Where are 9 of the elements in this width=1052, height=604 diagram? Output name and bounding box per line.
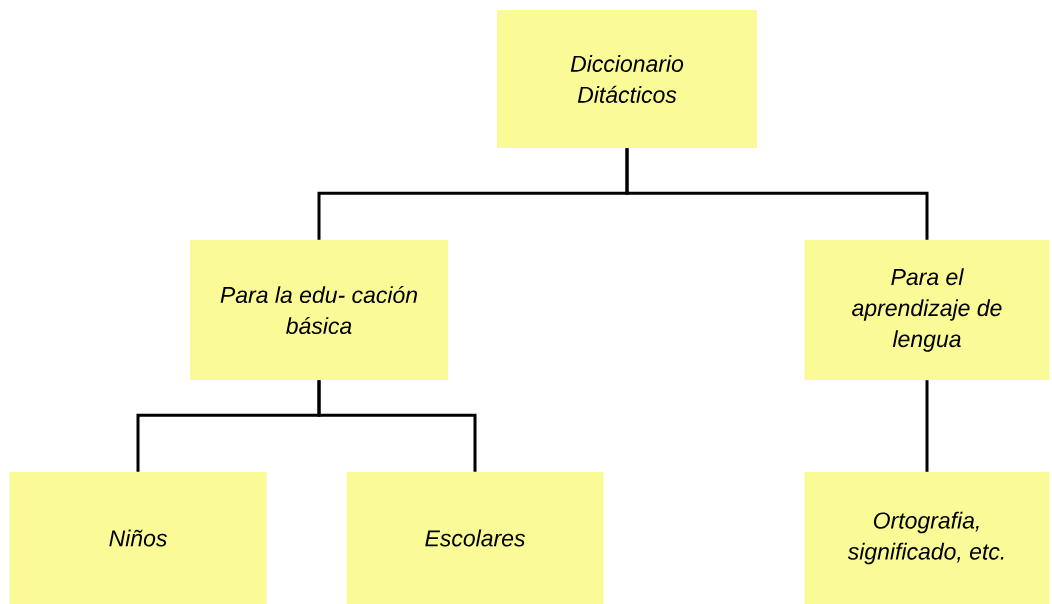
concept-box: Niños (9, 472, 267, 604)
concept-box: Diccionario Ditácticos (497, 10, 757, 148)
concept-box: Escolares (346, 472, 604, 604)
concept-box: Ortografia, significado, etc. (804, 472, 1050, 604)
connector-line (925, 380, 929, 472)
concept-box: Para el aprendizaje de lengua (804, 240, 1050, 380)
connector-line (625, 148, 929, 240)
connector-line (317, 380, 477, 472)
concept-box: Para la edu- cación básica (190, 240, 448, 380)
